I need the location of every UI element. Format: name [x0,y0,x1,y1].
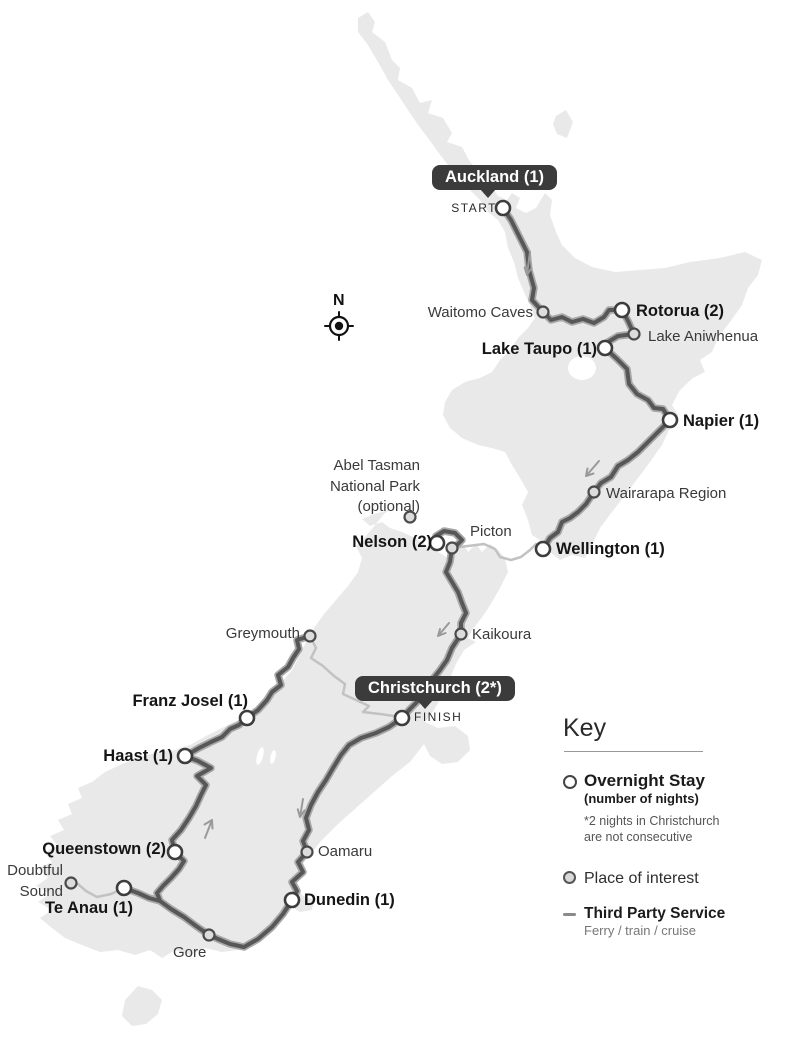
direction-arrow-queenstown [203,819,214,839]
key-overnight-note: *2 nights in Christchurch are not consec… [584,813,720,845]
third-party-service-icon [563,905,584,940]
overnight-marker-auckland-start [494,199,512,217]
poi-markers [64,305,641,942]
great-barrier-island-shape [553,110,573,138]
finish-tooltip: Christchurch (2*) [355,676,515,709]
southern-lake-shape [256,747,264,765]
overnight-marker-franz-josel [238,709,256,727]
compass-icon [324,311,354,341]
key-overnight-label: Overnight Stay [584,771,705,790]
poi-marker-gore [202,928,216,942]
poi-marker-greymouth [303,629,317,643]
overnight-marker-dunedin [283,891,301,909]
key-title: Key [563,714,607,742]
label-rotorua: Rotorua (2) [636,302,724,320]
north-island-shape [358,12,762,560]
key-divider [564,751,703,752]
label-napier: Napier (1) [683,412,760,430]
poi-marker-kaikoura [454,627,468,641]
direction-arrow-oamaru [296,798,306,818]
overnight-marker-wellington [534,540,552,558]
label-lake-aniwhenua: Lake Aniwhenua [648,328,759,345]
label-dunedin: Dunedin (1) [304,891,395,909]
finish-label: FINISH [414,710,463,724]
direction-arrow-kaikoura [437,622,450,637]
south-island-shape [36,503,508,958]
poi-marker-abel-tasman [403,510,417,524]
label-lake-taupo: Lake Taupo (1) [481,340,597,358]
overnight-marker-haast [176,747,194,765]
poi-marker-wairarapa [587,485,601,499]
map-key: Key Overnight Stay (number of nights) *2… [563,716,789,940]
label-kaikoura: Kaikoura [472,626,532,643]
lake-taupo-shape [568,356,596,380]
label-doubtful-sound: Doubtful Sound [7,862,63,900]
overnight-stay-icon [563,772,584,845]
overnight-marker-christchurch-finish [393,709,411,727]
label-nelson: Nelson (2) [352,533,432,551]
tooltip-pointer [417,700,433,709]
label-franz-josel: Franz Josel (1) [132,692,248,710]
label-abel-tasman: Abel Tasman National Park (optional) [329,457,420,516]
key-third-party-entry: Third Party Service Ferry / train / crui… [563,905,789,940]
label-queenstown: Queenstown (2) [42,840,166,858]
label-oamaru: Oamaru [318,843,373,860]
overnight-marker-nelson [428,534,446,552]
overnight-marker-queenstown [166,843,184,861]
overnight-marker-napier [661,411,679,429]
key-poi-label: Place of interest [584,870,699,888]
overnight-marker-lake-taupo [596,339,614,357]
key-overnight-sublabel: (number of nights) [584,790,699,806]
key-third-party-label: Third Party Service [584,905,726,923]
key-third-party-sublabel: Ferry / train / cruise [584,922,696,938]
stewart-island-shape [122,986,162,1026]
poi-marker-picton [445,541,459,555]
key-poi-entry: Place of interest [563,868,789,888]
overnight-marker-rotorua [613,301,631,319]
key-overnight-entry: Overnight Stay (number of nights) *2 nig… [563,771,789,845]
overnight-marker-te-anau [115,879,133,897]
direction-arrows [203,251,600,839]
direction-arrow-wairarapa [585,460,600,477]
label-wairarapa-region: Wairarapa Region [606,485,727,502]
label-picton: Picton [470,523,512,540]
finish-tooltip-label: Christchurch (2*) [368,679,502,697]
place-of-interest-icon [563,868,584,888]
label-greymouth: Greymouth [225,625,300,642]
direction-arrow-north [523,251,533,276]
poi-marker-lake-aniwhenua [627,327,641,341]
tooltip-pointer [480,189,496,198]
start-tooltip-label: Auckland (1) [445,168,545,186]
label-wellington: Wellington (1) [556,540,665,558]
start-tooltip: Auckland (1) [432,165,558,198]
southern-lake-shape-2 [270,750,276,764]
label-haast: Haast (1) [103,747,173,765]
poi-marker-oamaru [300,845,314,859]
compass-north-label: N [333,292,345,309]
ferry-line-wellington-picton [450,542,545,562]
label-gore: Gore [173,944,207,961]
label-waitomo-caves: Waitomo Caves [427,304,533,321]
label-te-anau: Te Anau (1) [44,899,133,917]
overnight-markers [115,199,679,909]
start-label: START [451,201,497,215]
train-line-greymouth-christchurch [308,634,404,720]
poi-marker-doubtful-sound [64,876,78,890]
poi-marker-waitomo-caves [536,305,550,319]
